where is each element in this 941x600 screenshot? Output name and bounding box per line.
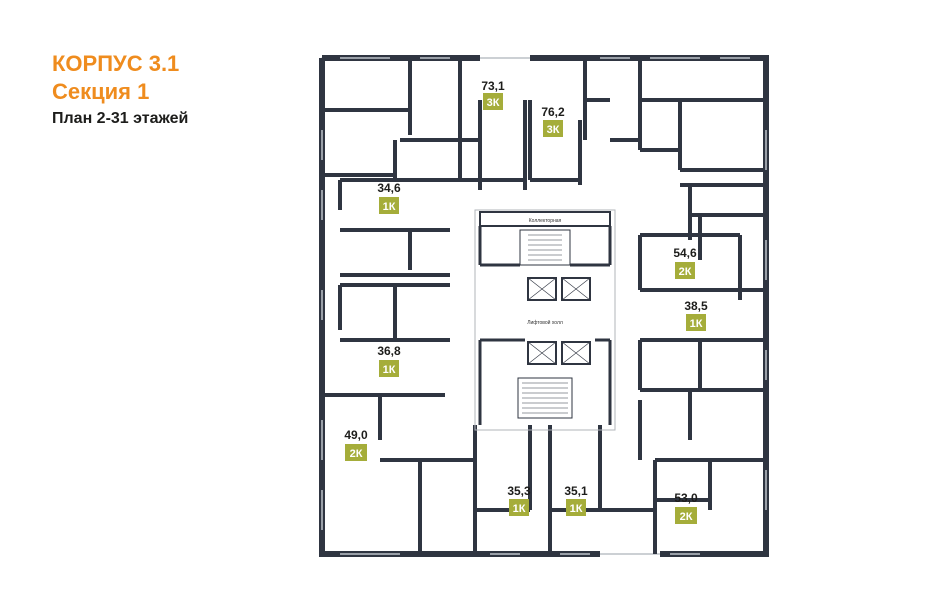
apartment-35-3: 35,3 1К [507, 484, 531, 516]
apartment-type-badge [483, 93, 503, 110]
apartment-type: 1К [513, 503, 526, 515]
apartment-type-badge [675, 507, 697, 524]
apartment-area: 54,6 [673, 246, 697, 260]
apartment-type: 1К [383, 364, 396, 376]
apartment-53-0: 53,0 2К [674, 491, 698, 524]
interior-walls [322, 58, 766, 554]
apartment-type-badge [566, 499, 586, 516]
apartment-34-6: 34,6 1К [377, 181, 401, 214]
apartment-type: 2К [350, 448, 363, 460]
apartment-type: 2К [679, 266, 692, 278]
apartment-type: 1К [570, 503, 583, 515]
apartment-type: 3К [547, 124, 560, 136]
floor-plan: Коллекторная Лифтовой холл 73,1 3К 76,2 … [319, 55, 769, 557]
windows [321, 57, 767, 555]
apartment-type-badge [686, 314, 706, 331]
apartment-type: 1К [690, 318, 703, 330]
apartment-49-0: 49,0 2К [344, 428, 368, 461]
title-block: КОРПУС 3.1 Секция 1 План 2-31 этажей [52, 50, 188, 130]
apartment-type-badge [509, 499, 529, 516]
apartment-type-badge [543, 120, 563, 137]
apartment-36-8: 36,8 1К [377, 344, 401, 377]
apartment-type: 3К [487, 97, 500, 109]
apartment-73-1: 73,1 3К [481, 79, 505, 110]
apartment-type-badge [379, 360, 399, 377]
apartment-area: 49,0 [344, 428, 368, 442]
building-title: КОРПУС 3.1 [52, 51, 180, 76]
apartment-type: 1К [383, 201, 396, 213]
apartment-76-2: 76,2 3К [541, 105, 565, 137]
plan-subtitle: План 2-31 этажей [52, 110, 189, 127]
apartment-area: 38,5 [684, 299, 708, 313]
lift-hall-label: Лифтовой холл [527, 319, 563, 326]
apartment-area: 35,3 [507, 484, 531, 498]
apartment-type-badge [675, 262, 695, 279]
apartment-type: 2К [680, 511, 693, 523]
core [474, 209, 616, 431]
apartment-54-6: 54,6 2К [673, 246, 697, 279]
section-title: Секция 1 [52, 79, 150, 104]
apartment-type-badge [379, 197, 399, 214]
apartment-area: 73,1 [481, 79, 505, 93]
apartment-area: 35,1 [564, 484, 588, 498]
corridor-label: Коллекторная [529, 218, 562, 224]
apartment-type-badge [345, 444, 367, 461]
apartment-area: 53,0 [674, 491, 698, 505]
apartment-38-5: 38,5 1К [684, 299, 708, 331]
apartment-area: 36,8 [377, 344, 401, 358]
apartment-area: 34,6 [377, 181, 401, 195]
apartment-area: 76,2 [541, 105, 565, 119]
apartment-35-1: 35,1 1К [564, 484, 588, 516]
